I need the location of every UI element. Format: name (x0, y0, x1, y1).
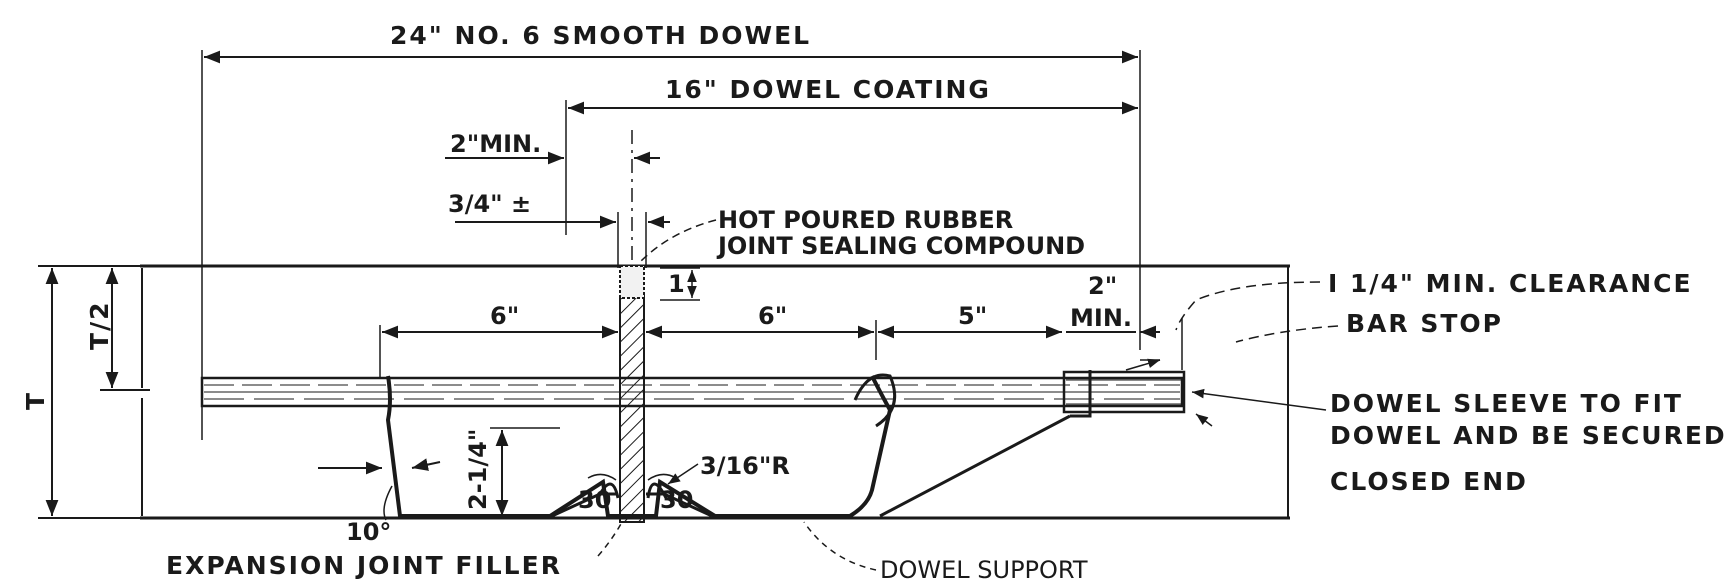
dowel-sleeve-line2: DOWEL AND BE SECURED (1330, 421, 1727, 450)
dowel-support (385, 375, 893, 518)
tolerance-label: 3/4" ± (448, 190, 531, 218)
expansion-filler-label: EXPANSION JOINT FILLER (166, 551, 562, 580)
coating-dimension (565, 100, 1138, 235)
dowel-sleeve-line1: DOWEL SLEEVE TO FIT (1330, 389, 1683, 418)
dowel-coating-label: 16" DOWEL COATING (665, 75, 991, 104)
thickness-dimension (38, 265, 150, 519)
dowel-bar (200, 376, 1184, 408)
sealing-compound (619, 265, 645, 299)
expansion-joint-filler (619, 295, 645, 523)
sealant-label-line2: JOINT SEALING COMPOUND (716, 232, 1085, 260)
sealant-depth-label: 1 (668, 270, 685, 298)
dowel-length-dimension (201, 50, 1141, 440)
height-label: 2-1/4" (464, 429, 492, 510)
angle-10-label: 10° (346, 518, 391, 546)
radius-label: 3/16"R (700, 452, 790, 480)
min-2in-right-bottom: MIN. (1070, 304, 1132, 332)
five-in-label: 5" (958, 302, 987, 330)
angle-left-label: 30 (578, 486, 611, 514)
right-6in-label: 6" (758, 302, 787, 330)
bar-stop-label: BAR STOP (1346, 309, 1503, 338)
min-2in-right-top: 2" (1088, 272, 1117, 300)
clearance-label: I 1/4" MIN. CLEARANCE (1328, 269, 1693, 298)
angle-right-label: 30 (660, 486, 693, 514)
half-thickness-label: T/2 (85, 300, 114, 350)
thickness-label: T (21, 391, 50, 410)
dowel-support-label: DOWEL SUPPORT (880, 556, 1088, 584)
dowel-length-label: 24" NO. 6 SMOOTH DOWEL (390, 21, 811, 50)
dowel-sleeve (1062, 370, 1186, 414)
left-6in-label: 6" (490, 302, 519, 330)
min-2in-label: 2"MIN. (450, 130, 541, 158)
closed-end-label: CLOSED END (1330, 467, 1528, 496)
sealant-label-line1: HOT POURED RUBBER (718, 206, 1013, 234)
